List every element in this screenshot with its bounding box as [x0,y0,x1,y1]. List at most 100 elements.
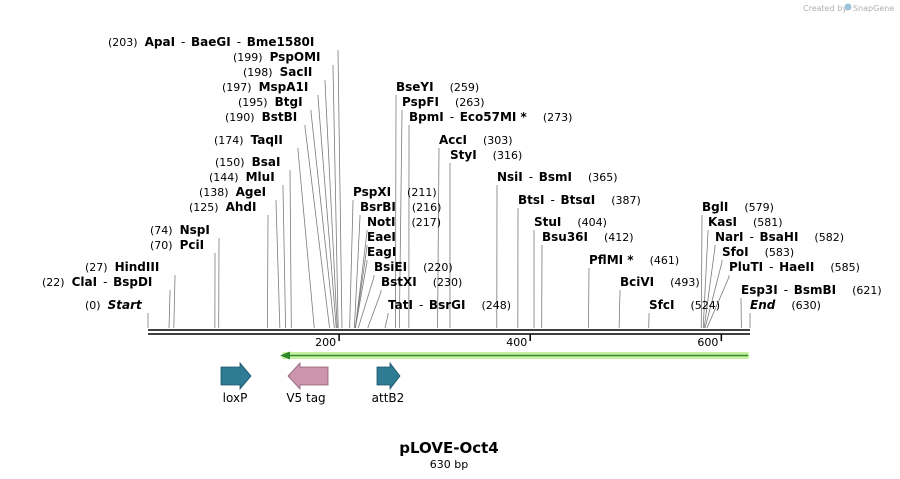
cut-site-agei[interactable]: (138)AgeI [199,185,266,199]
cut-site-sacii[interactable]: (198)SacII [243,65,312,79]
cut-site-nsii[interactable]: NsiI-BsmI(365) [497,170,618,184]
cut-site-eaei[interactable]: EaeI [367,230,396,244]
cut-site-ahdi[interactable]: (125)AhdI [189,200,256,214]
feature-loxp[interactable]: loxP [220,361,252,405]
feature-attb2[interactable]: attB2 [372,361,405,405]
cut-site-bsrbi[interactable]: BsrBI(216) [360,200,441,214]
enzyme-name: Bme1580I [247,35,315,49]
cut-position: (216) [412,201,442,214]
cut-site-pflmi[interactable]: PflMI *(461) [589,253,679,267]
cut-site-pspfi[interactable]: PspFI(263) [402,95,485,109]
cut-site-lines [147,50,751,329]
enzyme-name: BsaHI [760,230,799,244]
enzyme-name: BtsαI [560,193,595,207]
enzyme-name: PspXI [353,185,391,199]
cut-site-pspomi[interactable]: (199)PspOMI [233,50,321,64]
enzyme-name: BseYI [396,80,434,94]
enzyme-name: EagI [367,245,396,259]
cut-site-kasi[interactable]: KasI(581) [708,215,783,229]
cut-site-start[interactable]: (0)Start [85,298,143,312]
cut-site-bgli[interactable]: BglI(579) [702,200,774,214]
cut-site-taqii[interactable]: (174) TaqII [214,133,283,147]
enzyme-name: EaeI [367,230,396,244]
feature-v5-tag[interactable]: V5 tag [286,361,329,405]
cut-site-line [297,148,315,329]
cut-site-end[interactable]: End(630) [750,298,821,312]
enzyme-name: PspFI [402,95,439,109]
feature-label: attB2 [372,391,405,405]
cut-site-nari[interactable]: NarI-BsaHI(582) [715,230,844,244]
cut-site-line [354,230,368,329]
cut-site-bstbi[interactable]: (190)BstBI [225,110,297,124]
cut-position: (174) [214,134,244,147]
cut-site-line [700,215,703,329]
enzyme-name: HindIII [115,260,160,274]
enzyme-name: BsaI [252,155,281,169]
cut-site-line [275,200,281,329]
cut-site-bstxi[interactable]: BstXI(230) [381,275,462,289]
enzyme-name: PciI [180,238,205,252]
enzyme-name: HaeII [779,260,814,274]
enzyme-name: PspOMI [270,50,321,64]
cut-position: (581) [753,216,783,229]
cut-site-labels: (203)ApaI-BaeGI-Bme1580I(199)PspOMI(198)… [42,35,882,312]
cut-site-nspi[interactable]: (74)NspI [150,223,210,237]
enzyme-name: Esp3I [741,283,778,297]
cut-site-line [398,110,403,329]
cut-position: (150) [215,156,245,169]
enzyme-name: ApaI [145,35,175,49]
cut-position: (198) [243,66,273,79]
cut-site-line [704,260,723,329]
enzyme-name: BciVI [620,275,654,289]
cut-site-line [304,125,330,329]
cut-position: (630) [791,299,821,312]
cut-site-sfci[interactable]: SfcI(524) [649,298,720,312]
cut-site-bsiei[interactable]: BsiEI(220) [374,260,453,274]
enzyme-name: TaqII [251,133,283,147]
cut-site-tati[interactable]: TatI-BsrGI(248) [388,298,511,312]
cut-site-btsi[interactable]: BtsI-BtsαI(387) [518,193,641,207]
cut-site-line [310,110,335,329]
cut-position: (195) [238,96,268,109]
cut-site-esp3i[interactable]: Esp3I-BsmBI(621) [741,283,882,297]
cut-site-bpmi[interactable]: BpmI-Eco57MI *(273) [409,110,572,124]
plasmid-name: pLOVE-Oct4 [399,439,498,457]
enzyme-name: BtgI [275,95,303,109]
cut-site-line [337,50,343,329]
cut-site-mspa1i[interactable]: (197)MspA1I [222,80,308,94]
cut-site-apai[interactable]: (203)ApaI-BaeGI-Bme1580I [108,35,314,49]
cut-site-styi[interactable]: StyI(316) [450,148,522,162]
cut-site-line [349,200,354,329]
separator-dash: - [769,260,773,274]
cut-site-pcii[interactable]: (70)PciI [150,238,204,252]
cut-position: (585) [830,261,860,274]
cut-site-hindiii[interactable]: (27)HindIII [85,260,159,274]
cut-site-pspxi[interactable]: PspXI (211) [353,185,437,199]
enzyme-name: PluTI [729,260,763,274]
cut-site-bsu36i[interactable]: Bsu36I(412) [542,230,634,244]
cut-position: (303) [483,134,513,147]
cut-site-pluti[interactable]: PluTI-HaeII (585) [729,260,860,274]
cut-position: (220) [423,261,453,274]
cut-site-line [367,290,382,329]
cut-site-mlui[interactable]: (144)MluI [209,170,275,184]
cut-site-stui[interactable]: StuI(404) [534,215,607,229]
cut-site-btgi[interactable]: (195) BtgI [238,95,303,109]
cut-position: (211) [407,186,437,199]
cut-site-bseyi[interactable]: BseYI(259) [396,80,479,94]
orf-arrow [280,351,749,360]
cut-site-bsai[interactable]: (150) BsaI [215,155,280,169]
cut-site-bcivi[interactable]: BciVI(493) [620,275,700,289]
separator-dash: - [181,35,185,49]
cut-site-sfoi[interactable]: SfoI(583) [722,245,794,259]
cut-site-line [354,260,368,329]
enzyme-name: StuI [534,215,561,229]
cut-site-line [324,80,338,329]
cut-site-eagi[interactable]: EagI [367,245,396,259]
cut-site-noti[interactable]: NotI(217) [367,215,441,229]
feature-label: loxP [223,391,248,405]
cut-site-clai[interactable]: (22)ClaI-BspDI [42,275,152,289]
cut-site-acci[interactable]: AccI(303) [439,133,513,147]
